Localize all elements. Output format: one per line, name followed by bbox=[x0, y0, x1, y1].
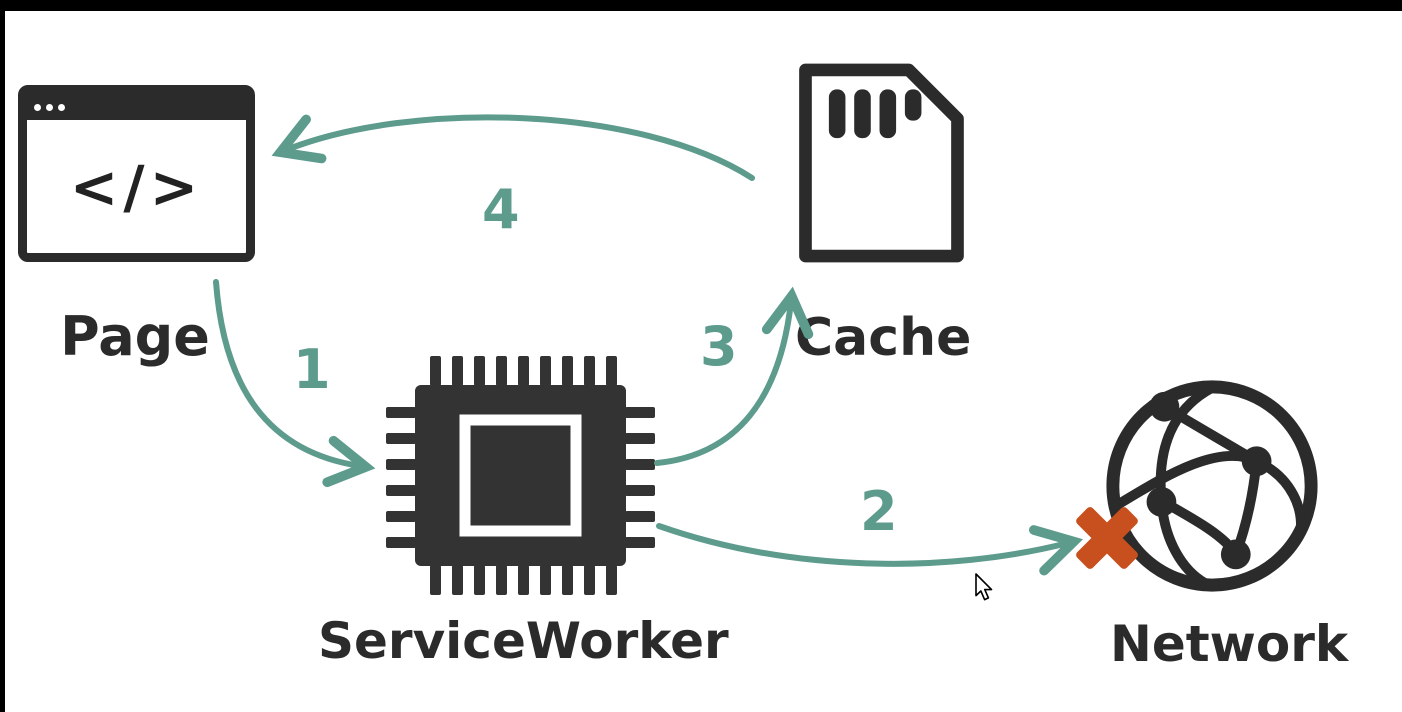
sd-card-icon bbox=[799, 63, 964, 263]
frame-top-bar bbox=[0, 0, 1402, 11]
window-titlebar bbox=[27, 94, 246, 120]
arrow-step-label-4: 4 bbox=[482, 178, 520, 241]
arrow-step4-cache-to-page bbox=[271, 114, 755, 181]
window-dot bbox=[46, 103, 53, 111]
service-worker-label: ServiceWorker bbox=[318, 612, 729, 670]
sd-card-pin bbox=[879, 89, 897, 139]
network-error-x-icon bbox=[1076, 507, 1138, 569]
cache-label: Cache bbox=[795, 308, 972, 368]
chip-core bbox=[459, 414, 582, 537]
globe-icon bbox=[1106, 380, 1318, 592]
browser-window-icon: </> bbox=[18, 85, 255, 262]
window-dot bbox=[58, 103, 65, 111]
globe-nodes bbox=[1146, 391, 1272, 570]
arrow-step3-serviceworker-to-cache bbox=[654, 286, 814, 466]
arrow-step-label-2: 2 bbox=[860, 480, 898, 543]
mouse-cursor-icon bbox=[975, 573, 993, 601]
sd-card-pin bbox=[854, 89, 871, 139]
chip-pins bbox=[386, 356, 655, 595]
window-dot bbox=[34, 103, 41, 111]
sd-card-pin bbox=[828, 89, 846, 139]
network-label: Network bbox=[1110, 615, 1349, 673]
page-label: Page bbox=[60, 305, 210, 368]
chip-icon bbox=[386, 356, 655, 595]
frame-left-bar bbox=[0, 0, 5, 712]
arrow-step-label-1: 1 bbox=[293, 338, 331, 401]
arrow-step-label-3: 3 bbox=[700, 315, 738, 378]
sd-card-pin bbox=[904, 89, 922, 121]
arrow-step2-serviceworker-to-network bbox=[656, 523, 1084, 576]
code-glyph: </> bbox=[69, 152, 204, 221]
arrow-step1-page-to-serviceworker bbox=[213, 279, 376, 488]
